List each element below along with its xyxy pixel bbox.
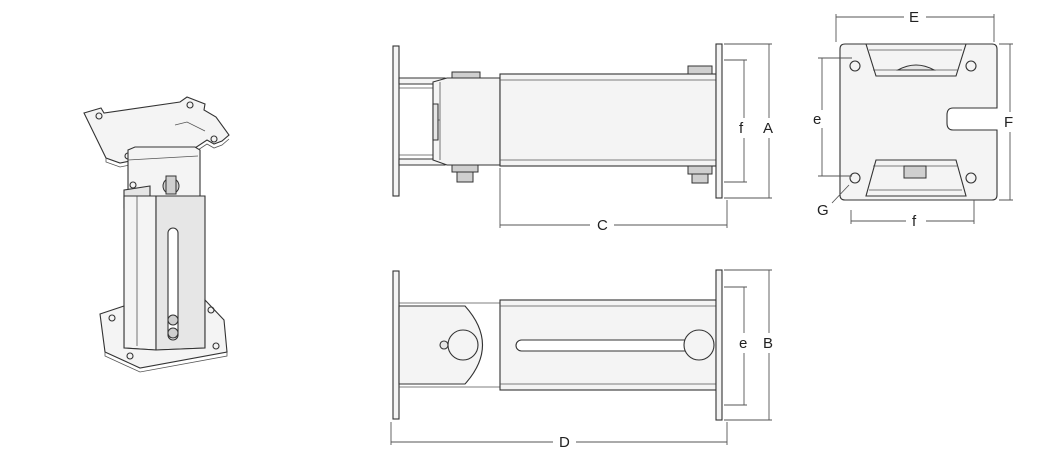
dim-label-d: D [559, 434, 570, 451]
dim-label-f-big: F [1004, 114, 1013, 131]
dim-label-g: G [817, 202, 829, 219]
dim-label-a: A [763, 120, 773, 137]
dim-label-b: B [763, 335, 773, 352]
dim-label-c: C [597, 217, 608, 234]
side-view-bottom [390, 269, 772, 445]
dim-label-f-top: f [912, 213, 917, 230]
dim-label-f-side: f [739, 120, 744, 137]
dim-label-e-small: e [813, 111, 821, 128]
dim-label-e-side: e [739, 335, 747, 352]
side-view-top [392, 43, 772, 228]
dim-label-e-top: E [909, 9, 919, 26]
isometric-view [83, 96, 230, 373]
plan-view [818, 14, 1013, 224]
